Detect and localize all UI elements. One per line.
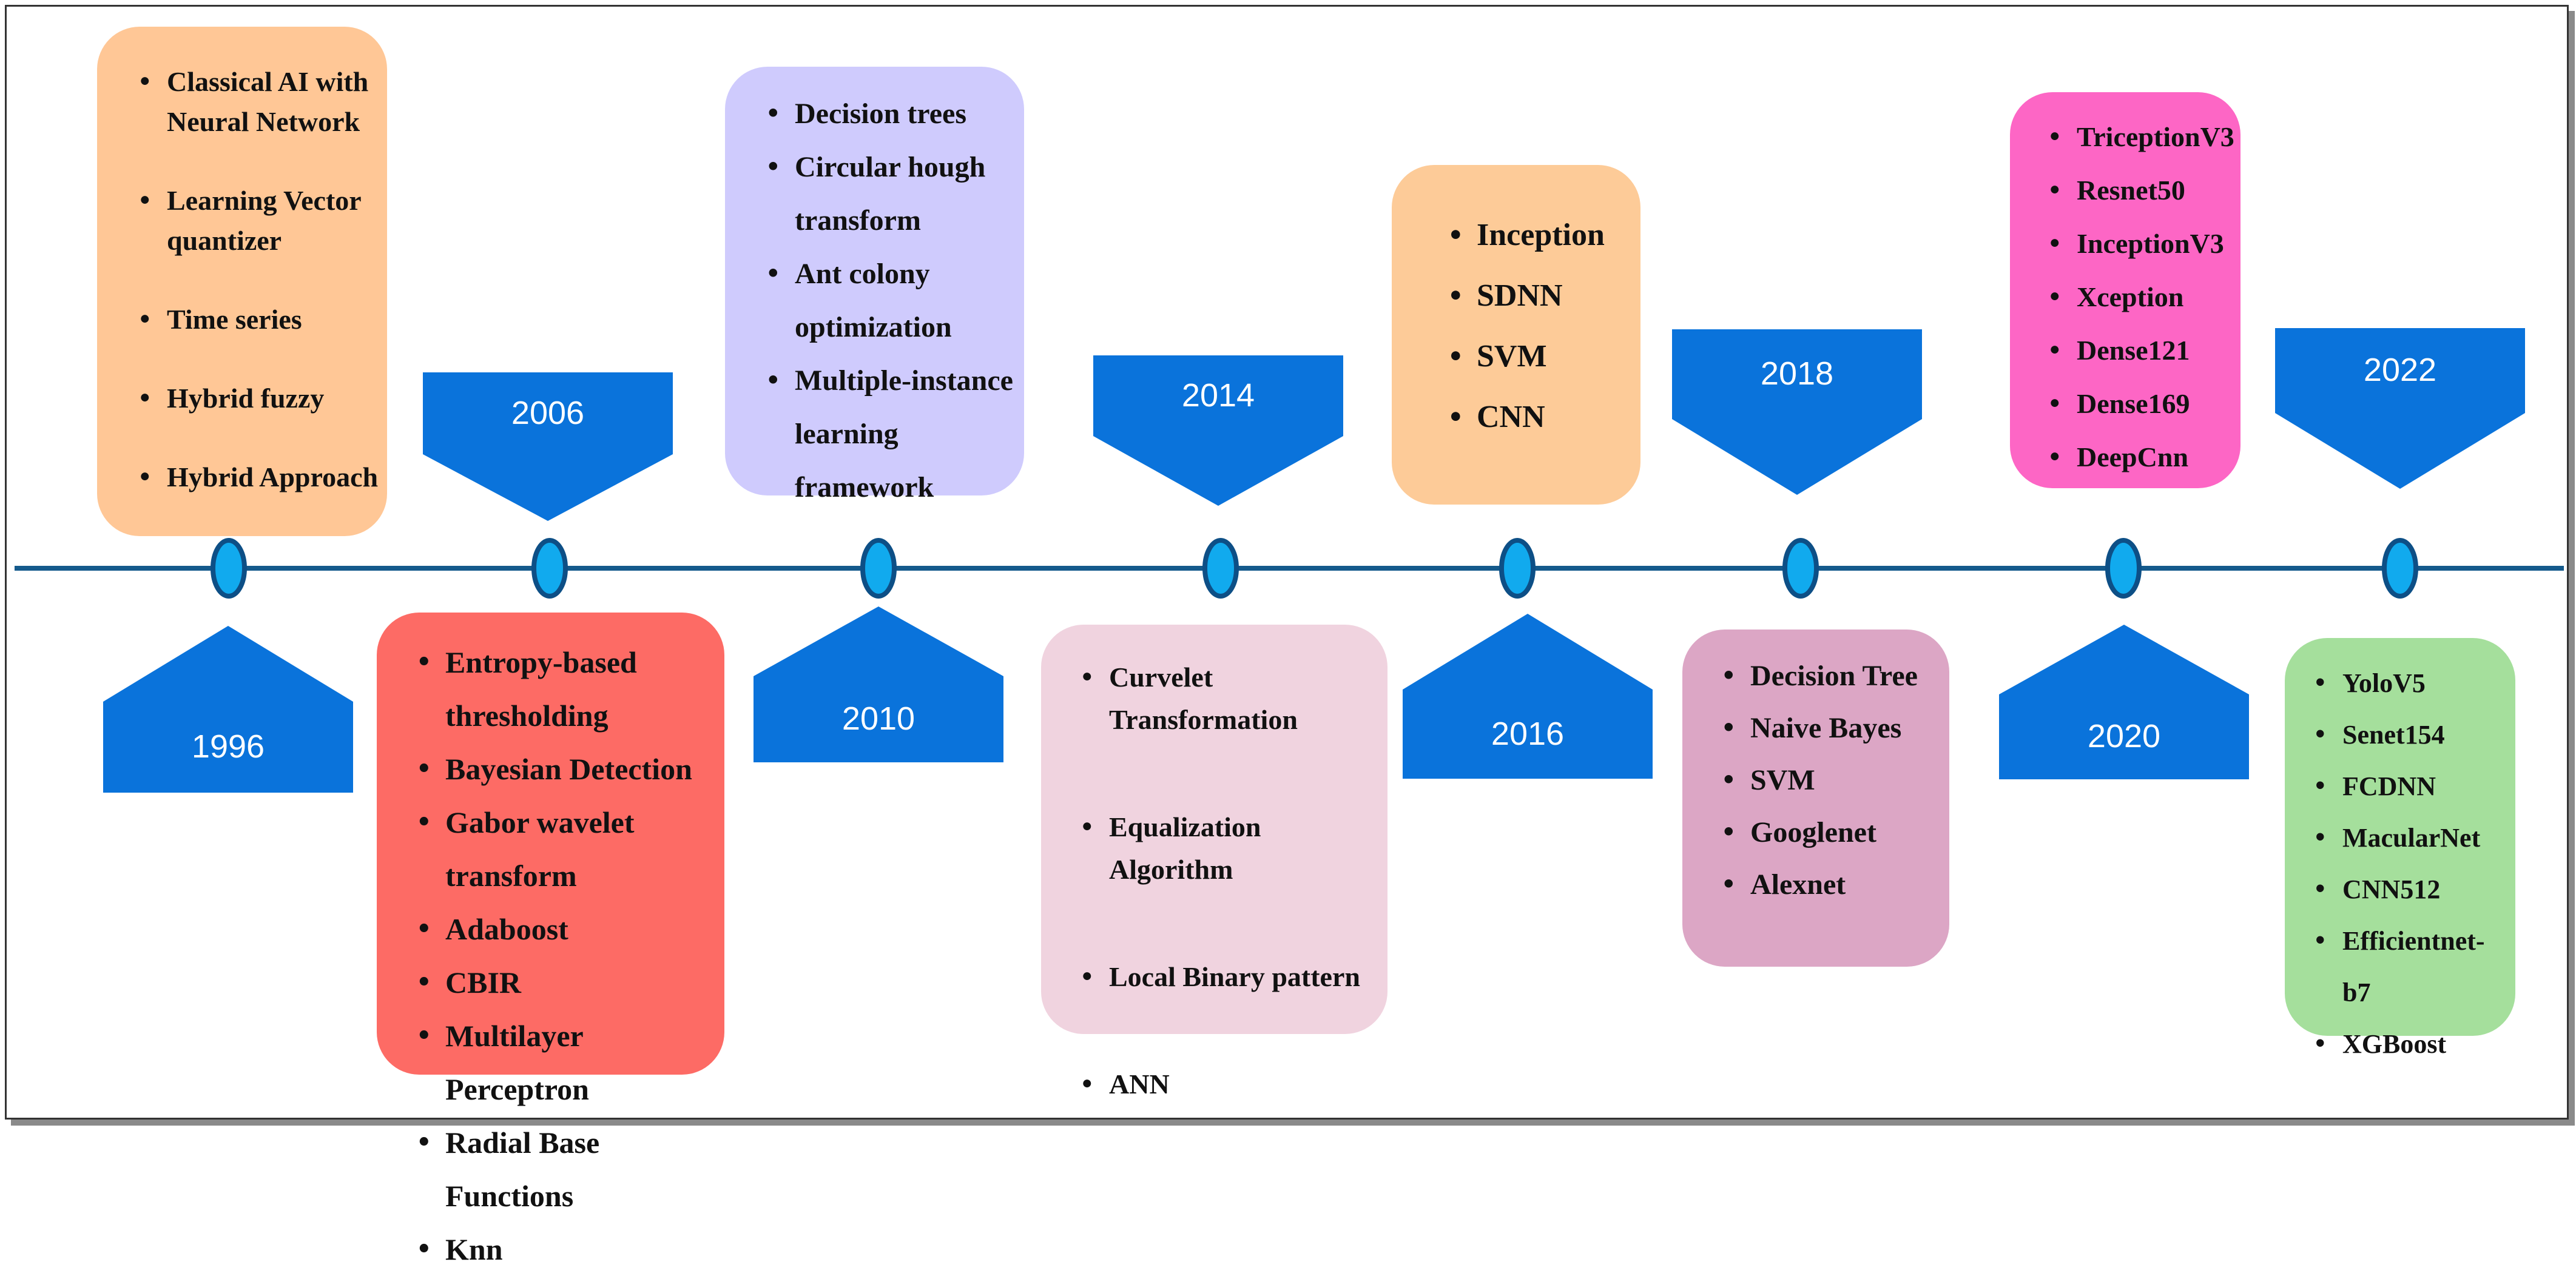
year-label-2016: 2016 bbox=[1491, 715, 1565, 752]
method-item: Senet154 bbox=[2313, 709, 2509, 761]
method-item: DeepCnn bbox=[2048, 431, 2234, 484]
box-2014-methods: Curvelet TransformationEqualization Algo… bbox=[1041, 625, 1387, 1106]
method-item: Curvelet Transformation bbox=[1080, 656, 1381, 741]
method-item: Inception bbox=[1448, 205, 1634, 266]
method-item: YoloV5 bbox=[2313, 657, 2509, 709]
method-item: CNN bbox=[1448, 387, 1634, 448]
method-item: Equalization Algorithm bbox=[1080, 806, 1381, 891]
method-list: Classical AI with Neural NetworkLearning… bbox=[138, 62, 381, 497]
method-item: InceptionV3 bbox=[2048, 217, 2234, 270]
timeline-node-2016 bbox=[1499, 538, 1536, 599]
box-2010-methods: Decision treesCircular hough transformAn… bbox=[725, 67, 1024, 503]
method-item: Alexnet bbox=[1721, 859, 1943, 911]
method-item: Adaboost bbox=[416, 902, 718, 956]
year-label-2014: 2014 bbox=[1181, 377, 1255, 414]
method-item: CNN512 bbox=[2313, 864, 2509, 915]
timeline-node-2022 bbox=[2382, 538, 2418, 599]
method-list: YoloV5Senet154FCDNNMacularNetCNN512Effic… bbox=[2313, 657, 2509, 1070]
method-item: Decision Tree bbox=[1721, 650, 1943, 702]
year-label-2010: 2010 bbox=[841, 700, 915, 737]
year-label-2022: 2022 bbox=[2363, 352, 2437, 388]
box-2022-methods: YoloV5Senet154FCDNNMacularNetCNN512Effic… bbox=[2285, 638, 2515, 1070]
box-1996-methods: Classical AI with Neural NetworkLearning… bbox=[97, 27, 387, 536]
method-item: Multilayer Perceptron bbox=[416, 1009, 718, 1116]
timeline-node-2006 bbox=[531, 538, 568, 599]
method-item: Knn bbox=[416, 1223, 718, 1276]
method-item: XGBoost bbox=[2313, 1018, 2509, 1070]
method-item: Gabor wavelet transform bbox=[416, 796, 718, 902]
timeline-node-1996 bbox=[211, 538, 247, 599]
method-item: Ant colony optimization bbox=[766, 247, 1018, 354]
year-marker-shape-2010 bbox=[754, 606, 1003, 762]
year-marker-shape-2022 bbox=[2275, 328, 2525, 489]
method-list: TriceptionV3Resnet50InceptionV3XceptionD… bbox=[2048, 110, 2234, 484]
method-item: Learning Vector quantizer bbox=[138, 181, 381, 261]
method-item: SVM bbox=[1448, 326, 1634, 387]
method-item: Dense169 bbox=[2048, 377, 2234, 431]
box-2018-methods: Decision TreeNaive BayesSVMGooglenetAlex… bbox=[1682, 630, 1949, 967]
year-marker-shape-2018 bbox=[1672, 329, 1922, 495]
timeline-node-2020 bbox=[2105, 538, 2142, 599]
method-item: Dense121 bbox=[2048, 324, 2234, 377]
method-item: SVM bbox=[1721, 754, 1943, 807]
method-item: FCDNN bbox=[2313, 761, 2509, 812]
method-item: Resnet50 bbox=[2048, 164, 2234, 217]
method-item: Googlenet bbox=[1721, 807, 1943, 859]
method-item: Circular hough transform bbox=[766, 141, 1018, 247]
method-item: TriceptionV3 bbox=[2048, 110, 2234, 164]
method-list: InceptionSDNNSVMCNN bbox=[1448, 205, 1634, 448]
year-marker-shape-2006 bbox=[423, 372, 673, 521]
method-item: Decision trees bbox=[766, 87, 1018, 141]
method-item: Hybrid fuzzy bbox=[138, 378, 381, 418]
method-item: Bayesian Detection bbox=[416, 742, 718, 796]
method-item: Naive Bayes bbox=[1721, 702, 1943, 754]
method-item: Radial Base Functions bbox=[416, 1116, 718, 1223]
year-marker-shape-1996 bbox=[103, 626, 353, 793]
box-2020-methods: TriceptionV3Resnet50InceptionV3XceptionD… bbox=[2010, 92, 2241, 488]
method-item: Multiple-instance learning framework bbox=[766, 354, 1018, 514]
year-marker-shape-2016 bbox=[1403, 614, 1653, 779]
timeline-figure: 1996 2006 2010 2014 2016 2018 2020 2022 Classica… bbox=[0, 0, 2576, 1130]
method-item: Local Binary pattern bbox=[1080, 956, 1381, 998]
year-label-2018: 2018 bbox=[1760, 355, 1834, 392]
method-item: Xception bbox=[2048, 270, 2234, 324]
year-marker-shape-2020 bbox=[1999, 625, 2249, 779]
method-item: Entropy-based thresholding bbox=[416, 636, 718, 742]
method-item: CBIR bbox=[416, 956, 718, 1009]
year-label-2020: 2020 bbox=[2087, 718, 2161, 754]
method-list: Curvelet TransformationEqualization Algo… bbox=[1080, 656, 1381, 1106]
method-item: MacularNet bbox=[2313, 812, 2509, 864]
timeline-graphic bbox=[15, 328, 2564, 793]
year-marker-shape-2014 bbox=[1093, 355, 1343, 506]
timeline-node-2014 bbox=[1202, 538, 1239, 599]
method-item: Efficientnet-b7 bbox=[2313, 915, 2509, 1018]
method-item: Time series bbox=[138, 300, 381, 340]
method-item: ANN bbox=[1080, 1063, 1381, 1106]
method-list: Entropy-based thresholdingBayesian Detec… bbox=[416, 636, 718, 1276]
year-label-1996: 1996 bbox=[191, 728, 265, 765]
year-label-2006: 2006 bbox=[511, 394, 585, 431]
timeline-node-2010 bbox=[860, 538, 897, 599]
method-item: Hybrid Approach bbox=[138, 457, 381, 497]
method-list: Decision TreeNaive BayesSVMGooglenetAlex… bbox=[1721, 650, 1943, 911]
box-2006-methods: Entropy-based thresholdingBayesian Detec… bbox=[377, 613, 724, 1276]
method-list: Decision treesCircular hough transformAn… bbox=[766, 87, 1018, 514]
method-item: Classical AI with Neural Network bbox=[138, 62, 381, 142]
method-item: SDNN bbox=[1448, 266, 1634, 326]
timeline-node-2018 bbox=[1782, 538, 1819, 599]
box-2016-methods: InceptionSDNNSVMCNN bbox=[1392, 165, 1640, 505]
